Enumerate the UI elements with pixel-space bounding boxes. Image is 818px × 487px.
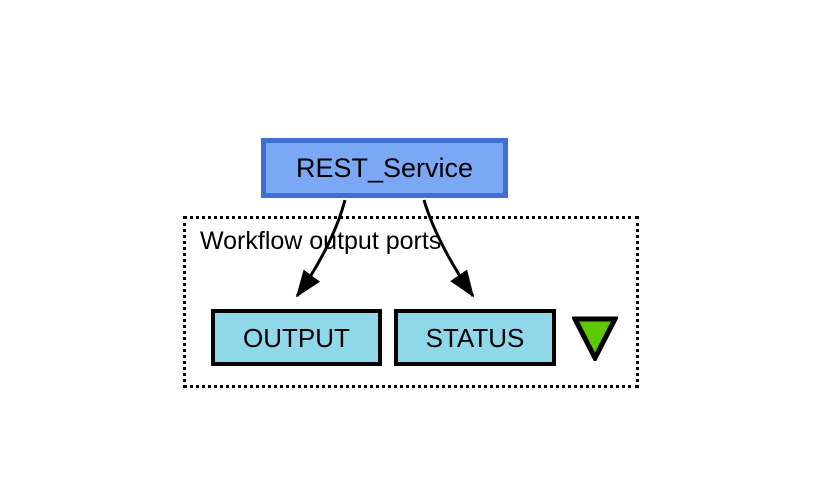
node-port-status[interactable]: STATUS bbox=[394, 309, 556, 366]
green-triangle-marker-icon[interactable] bbox=[572, 315, 618, 361]
node-port-output[interactable]: OUTPUT bbox=[211, 309, 382, 366]
node-port-output-label: OUTPUT bbox=[243, 322, 350, 353]
workflow-output-ports-group bbox=[183, 216, 639, 388]
node-port-status-label: STATUS bbox=[425, 322, 525, 353]
workflow-output-ports-title: Workflow output ports bbox=[200, 227, 442, 255]
node-rest-service-label: REST_Service bbox=[295, 152, 474, 183]
node-rest-service[interactable]: REST_Service bbox=[261, 138, 508, 198]
